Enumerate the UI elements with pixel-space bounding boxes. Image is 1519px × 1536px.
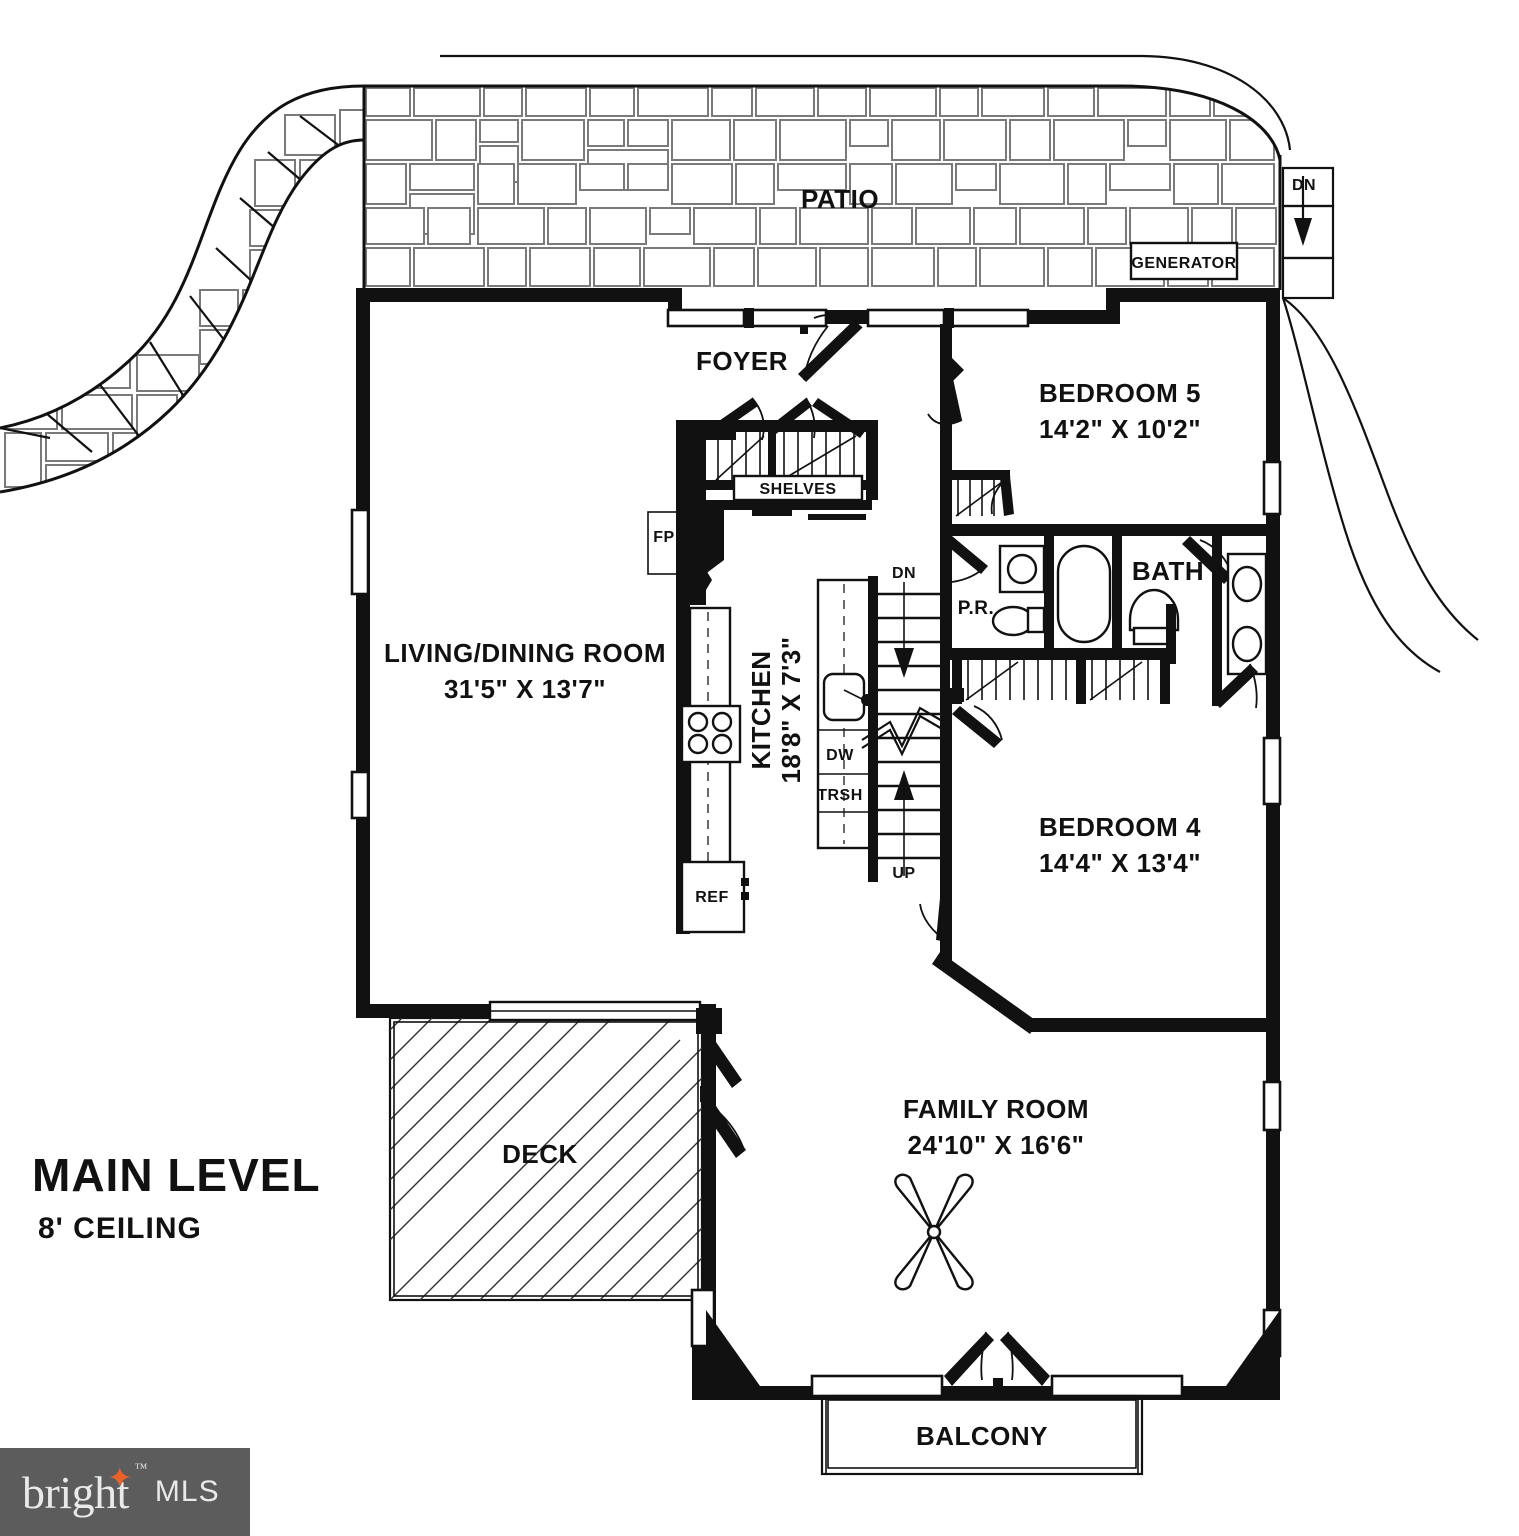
generator-label: GENERATOR [1131, 255, 1236, 272]
room-label-balcony: BALCONY [916, 1421, 1048, 1451]
foyer-entry-doors [798, 313, 863, 382]
room-label-bedroom4: BEDROOM 4 [1039, 812, 1201, 842]
sheet-title: MAIN LEVEL [32, 1149, 321, 1201]
deck-area: DECK [388, 1000, 704, 1302]
room-label-family: FAMILY ROOM [903, 1094, 1089, 1124]
exterior-stair-down: DN [1281, 166, 1335, 300]
closet-shelves: SHELVES [706, 397, 878, 520]
refrigerator-label: REF [695, 889, 729, 906]
window-group-left [350, 508, 370, 820]
room-label-kitchen: KITCHEN [746, 650, 776, 769]
room-dim-bedroom5: 14'2" X 10'2" [1039, 414, 1201, 444]
kitchen-island: DW TRSH [816, 578, 873, 850]
room-label-foyer: FOYER [696, 346, 788, 376]
bright-mls-watermark: bright ✦ ™ MLS [0, 1448, 250, 1536]
bedroom4-walls [919, 700, 1280, 1034]
room-dim-family: 24'10" X 16'6" [907, 1130, 1084, 1160]
generator-box: GENERATOR [1129, 241, 1239, 281]
trademark-icon: ™ [134, 1459, 148, 1475]
room-label-deck: DECK [502, 1139, 578, 1169]
hall-closet [940, 660, 1170, 748]
stone-walkway-left [0, 84, 365, 494]
bright-text: bright [22, 1466, 129, 1518]
stair-up-label: UP [892, 865, 915, 882]
balcony-area: BALCONY [820, 1394, 1144, 1476]
stairs-run: DN UP [861, 565, 950, 882]
bedroom5-closet [952, 470, 1014, 517]
deck-doors [690, 1008, 746, 1348]
window-group-foyer [666, 308, 1030, 328]
room-label-bath: BATH [1132, 556, 1204, 586]
room-label-patio: PATIO [801, 184, 879, 214]
room-dim-bedroom4: 14'4" X 13'4" [1039, 848, 1201, 878]
room-label-living-dining: LIVING/DINING ROOM [384, 638, 666, 668]
shelves-label: SHELVES [760, 481, 837, 498]
kitchen-counter-left: REF [676, 600, 749, 934]
fireplace-label: FP [653, 529, 674, 546]
stone-walkway-right [1281, 297, 1479, 673]
bright-wordmark: bright ✦ ™ [22, 1460, 147, 1519]
bath-and-powder-room: P.R. BATH [940, 536, 1268, 709]
room-dim-living-dining: 31'5" X 13'7" [444, 674, 606, 704]
exterior-dn-label: DN [1292, 177, 1316, 194]
mls-text: MLS [154, 1475, 220, 1508]
fireplace-and-core: FP [647, 420, 736, 605]
dishwasher-label: DW [826, 747, 854, 764]
room-label-powder-room: P.R. [958, 598, 995, 619]
room-label-bedroom5: BEDROOM 5 [1039, 378, 1201, 408]
ceiling-fan-icon [894, 1173, 974, 1291]
family-room-bottom [706, 1310, 1280, 1398]
room-dim-kitchen: 18'8" X 7'3" [776, 636, 806, 783]
bedroom5-walls [927, 324, 1280, 536]
star-icon: ✦ [107, 1461, 132, 1495]
stair-dn-label: DN [892, 565, 916, 582]
patio-area [362, 54, 1292, 290]
sheet-subtitle: 8' CEILING [38, 1212, 202, 1245]
trash-label: TRSH [817, 787, 863, 804]
